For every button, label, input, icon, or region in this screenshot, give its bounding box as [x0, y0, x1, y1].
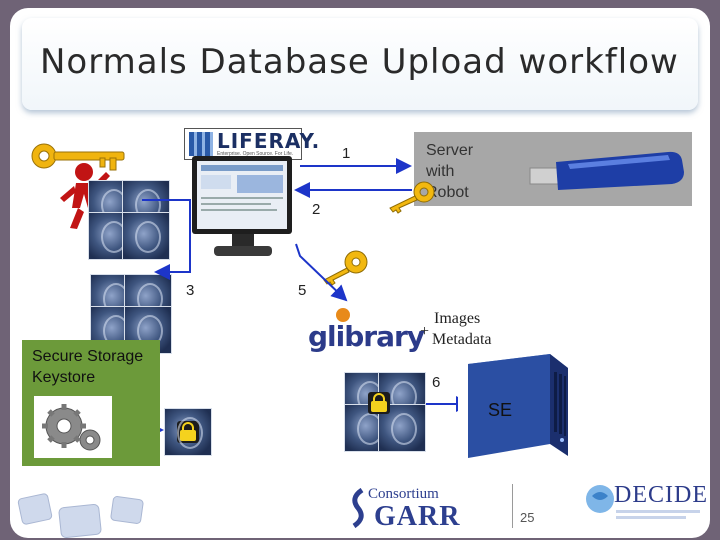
lock-icon: [177, 421, 199, 443]
portal-monitor: [192, 156, 292, 234]
monitor-stand: [214, 246, 272, 256]
payload-plus: +: [420, 323, 430, 340]
encrypted-overlay: [356, 380, 402, 426]
key-icon: [389, 181, 435, 214]
decorative-cubes: [17, 493, 144, 539]
step-2-label: 2: [312, 201, 321, 218]
step-5-label: 5: [298, 282, 307, 299]
arrow-step-5: [295, 243, 348, 302]
monitor-neck: [232, 234, 254, 248]
lock-icon: [368, 392, 390, 414]
garr-bottom-text: GARR: [374, 501, 461, 532]
xray-image: [378, 404, 426, 452]
server-label-2: with: [426, 163, 455, 180]
page-number: 25: [520, 510, 535, 525]
decide-logo: DECIDE: [584, 480, 707, 524]
storage-element-server-icon: [458, 348, 574, 472]
brain-icon: [586, 485, 614, 513]
glibrary-logo-text: glibrary: [308, 320, 425, 353]
arrow-step-3: [142, 199, 191, 280]
gears-icon: [42, 404, 101, 451]
glibrary-logo: glibrary: [306, 306, 425, 356]
secure-storage-label-1: Secure Storage: [32, 348, 144, 365]
gears-panel: [34, 396, 112, 458]
portal-screen: [197, 161, 287, 229]
decide-logo-text: DECIDE: [614, 482, 708, 508]
garr-logo: Consortium GARR: [346, 484, 464, 534]
title-bar: [22, 18, 698, 110]
step-1-label: 1: [342, 145, 351, 162]
encrypted-xray-image: [164, 408, 212, 456]
xray-image: [122, 212, 170, 260]
garr-top-text: Consortium: [368, 486, 439, 502]
usb-token-icon: [529, 151, 684, 190]
liferay-tagline: Enterprise. Open Source. For Life.: [217, 151, 294, 157]
liferay-logo-text: LIFERAY.: [217, 129, 321, 153]
footer-divider: [512, 484, 513, 528]
server-label-1: Server: [426, 142, 474, 159]
payload-metadata: Metadata: [432, 331, 492, 348]
step-3-label: 3: [186, 282, 195, 299]
secure-storage-label-2: Keystore: [32, 369, 96, 386]
server-label-3: Robot: [426, 184, 469, 201]
payload-images: Images: [434, 310, 481, 327]
se-label: SE: [488, 400, 513, 420]
liferay-logo: LIFERAY. Enterprise. Open Source. For Li…: [184, 128, 319, 160]
slide-title: Normals Database Upload workflow: [40, 42, 679, 82]
garr-swirl-icon: [352, 488, 364, 528]
step-6-label: 6: [432, 374, 441, 391]
